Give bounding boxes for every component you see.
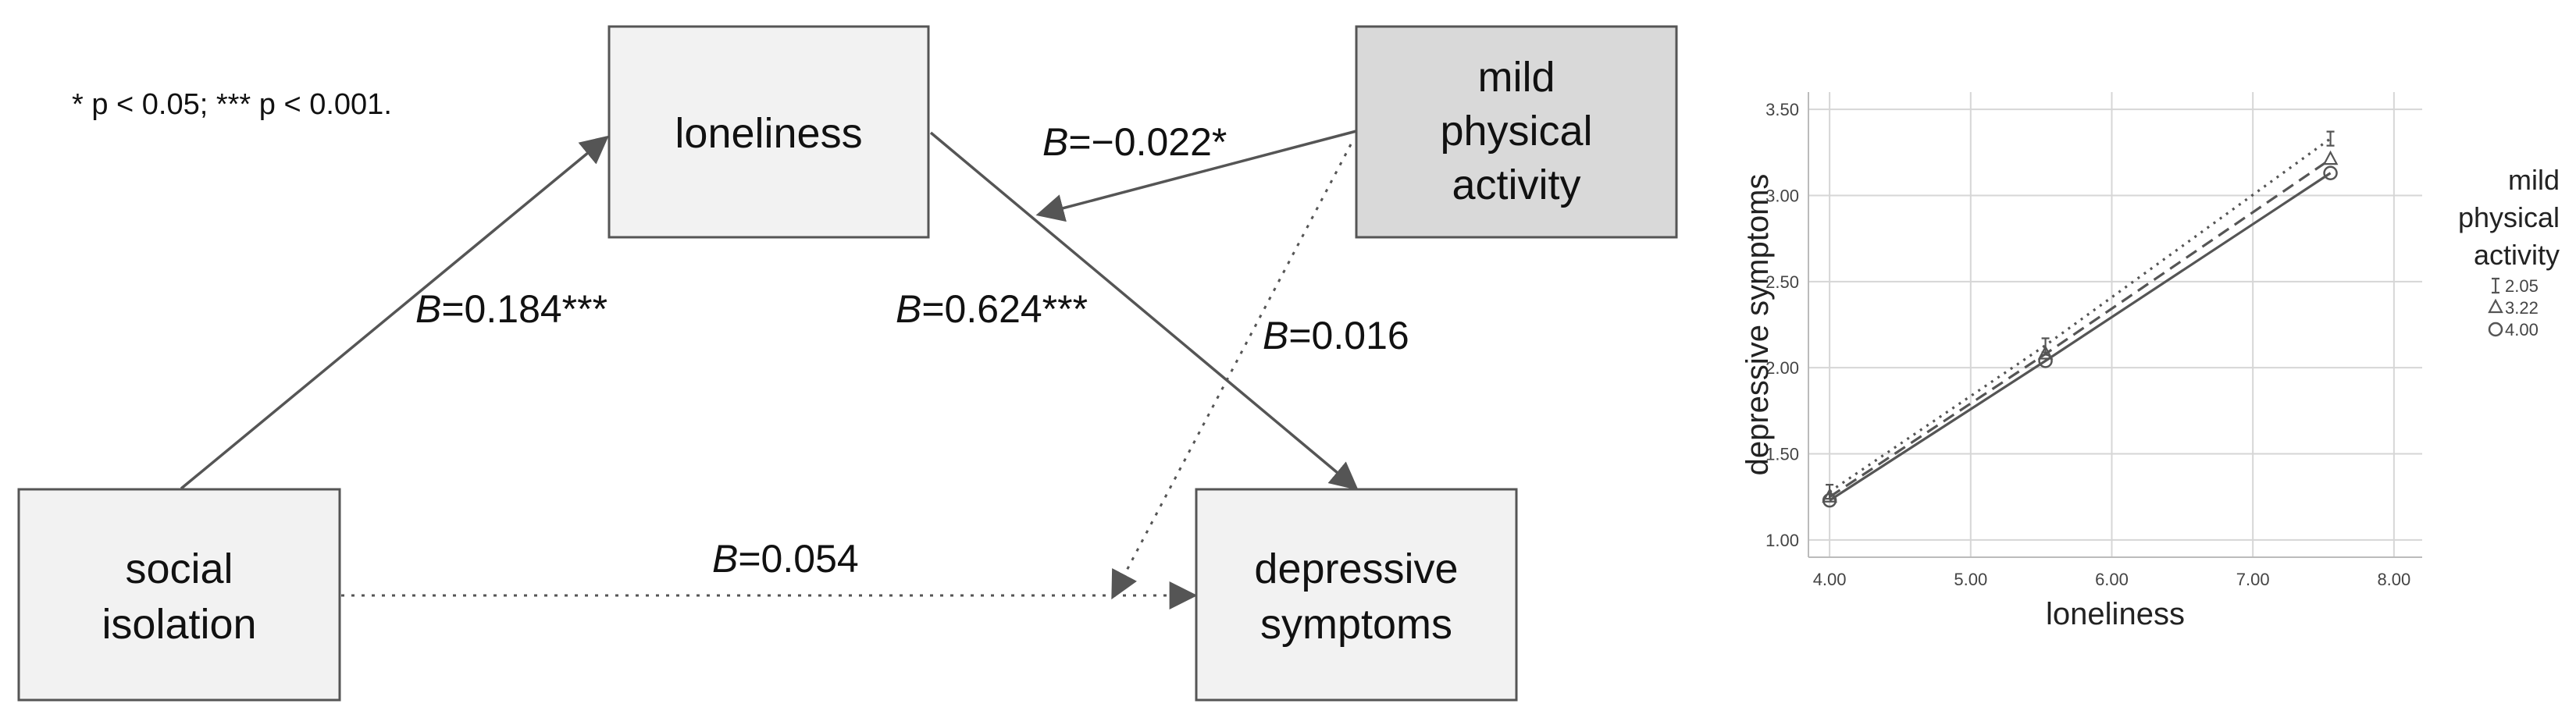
node-label: mild [1477,54,1555,101]
edge-activity-to-loneliness [1035,130,1357,222]
data-point [1822,492,1837,508]
edge-loneliness-to-depressive [929,131,1359,491]
node-depressive-symptoms: depressive symptoms [1195,488,1518,702]
data-point [2323,165,2338,180]
series-line [1829,158,2332,499]
chart-series [1822,130,2339,508]
series-circle [1822,165,2338,508]
y-axis-title: depressive symptoms [1740,174,1775,476]
node-label: social [125,546,233,592]
x-tick-label: 5.00 [1954,570,1987,589]
node-box [607,25,930,239]
y-tick-label: 2.00 [1765,358,1799,378]
x-tick-label: 6.00 [2095,570,2129,589]
series-line [1829,137,2332,493]
legend-item-label: 3.22 [2505,298,2539,318]
node-label: activity [1452,162,1580,208]
edge-isolation-to-loneliness [180,135,609,490]
legend-title-line: mild [2508,164,2560,196]
legend-title-line: physical [2458,201,2560,233]
legend-title-line: activity [2474,239,2560,271]
legend-marker [2492,277,2499,294]
y-tick-label: 1.50 [1765,445,1799,464]
chart-grid [1808,92,2422,557]
x-tick-label: 4.00 [1813,570,1847,589]
y-tick-label: 1.00 [1765,531,1799,550]
x-tick-label: 7.00 [2236,570,2270,589]
edge-activity-to-depressive [1111,144,1352,600]
coef-isolation-to-depressive: B=0.054 [712,537,859,581]
x-tick-label: 8.00 [2377,570,2410,589]
data-point [2037,345,2054,360]
x-axis-title: loneliness [2046,597,2185,631]
node-label: symptoms [1260,601,1452,648]
coef-isolation-to-loneliness: B=0.184*** [415,287,607,331]
node-label: isolation [102,601,256,648]
y-tick-label: 2.50 [1765,272,1799,292]
node-label: physical [1440,108,1592,155]
coef-activity-to-depressive: B=0.016 [1263,314,1409,357]
series-I-beam [1826,130,2335,500]
chart-legend: mild physical activity 2.053.22 4.00 [2458,164,2560,339]
node-mild-physical-activity: mild physical activity [1355,25,1678,239]
coef-loneliness-to-depressive: B=0.624*** [896,287,1088,331]
node-label: depressive [1254,546,1458,592]
legend-marker [2488,298,2503,314]
node-social-isolation: social isolation [17,488,341,702]
significance-note: * p < 0.05; *** p < 0.001. [72,88,392,121]
y-tick-label: 3.00 [1765,186,1799,205]
chart-tick-labels: 4.00 5.00 6.00 7.00 8.00 1.00 1.50 2.00 2.50 3.00… [1765,100,2410,589]
series-triangle [1822,150,2339,503]
chart-axes [1808,92,2422,558]
legend-item-label: 2.05 [2505,276,2539,296]
legend-item-label: 4.00 [2505,320,2539,339]
node-box [1355,25,1678,239]
series-line [1829,172,2332,502]
interaction-chart: 4.00 5.00 6.00 7.00 8.00 1.00 1.50 2.00 2.50 3.00… [1740,92,2560,631]
data-point [2326,130,2335,147]
legend-marker [2488,322,2503,337]
y-tick-label: 3.50 [1765,100,1799,119]
edges [180,130,1359,609]
node-loneliness: loneliness [607,25,930,239]
data-point [2038,354,2053,368]
node-box [1195,488,1518,702]
node-box [17,488,341,702]
coef-activity-to-loneliness: B=−0.022* [1042,120,1227,164]
node-label: loneliness [675,110,862,157]
data-point [2322,150,2339,165]
